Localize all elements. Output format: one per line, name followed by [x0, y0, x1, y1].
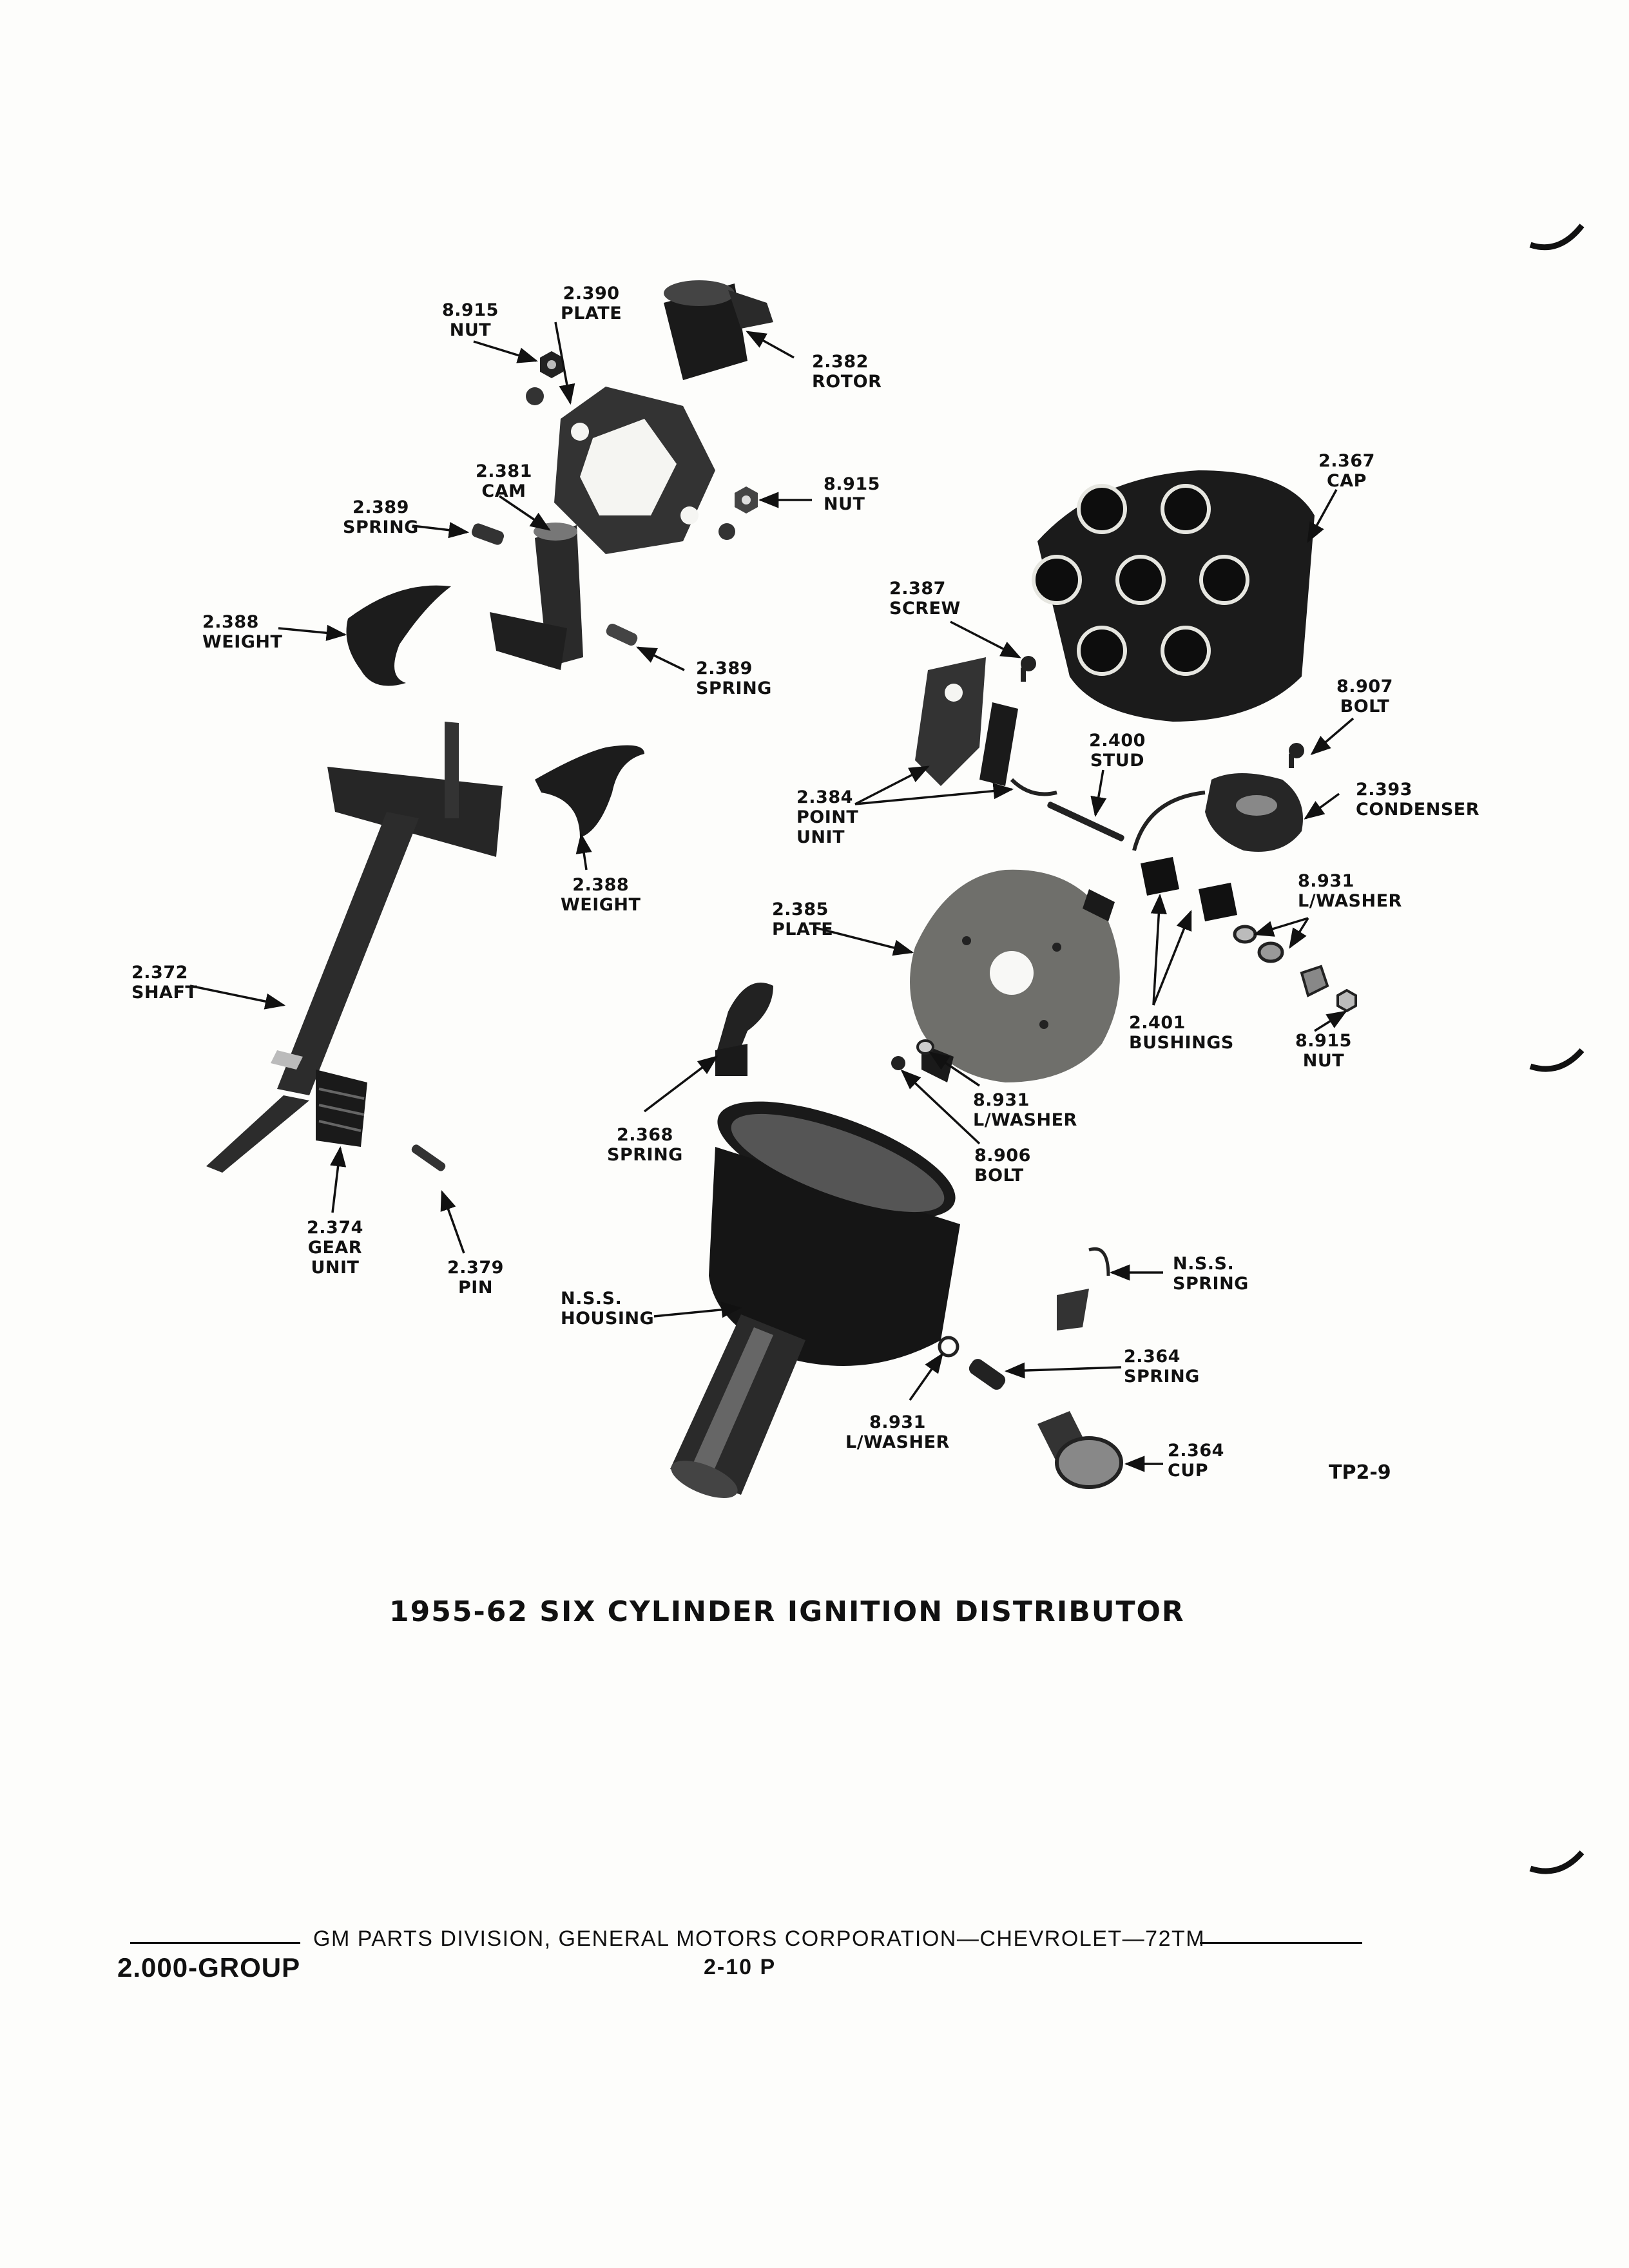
lwasher-bottom-part [938, 1336, 959, 1358]
weight-lower-part [535, 745, 644, 838]
plate-bolt-part [891, 1039, 934, 1070]
nss-spring-part [1057, 1247, 1110, 1331]
housing-part [670, 1101, 960, 1498]
shaft-part [206, 722, 503, 1173]
diagram-title: 1955-62 SIX CYLINDER IGNITION DISTRIBUTO… [389, 1595, 1185, 1628]
gear-unit-part [316, 1070, 367, 1147]
spring-left-part [471, 523, 505, 545]
bushings-part [1141, 857, 1237, 921]
rotor-part [664, 280, 773, 380]
spring-2364-part [969, 1359, 1006, 1390]
nut-right-part [1300, 965, 1357, 1013]
condenser-bolt-part [1289, 743, 1304, 768]
washers-right-part [1233, 925, 1284, 963]
leader-arrows [189, 322, 1354, 1472]
footer-rule-right [1200, 1942, 1362, 1944]
spring-2368-part [715, 983, 773, 1076]
callout-nss-spring: N.S.S.SPRING [1173, 1254, 1249, 1294]
cam-part [490, 523, 583, 670]
page-number: 2-10 P [704, 1955, 776, 1979]
nut-mid-part [718, 486, 758, 540]
stud-part [1047, 802, 1124, 841]
point-unit-part [915, 657, 1057, 796]
margin-mark-top [1529, 224, 1585, 251]
top-plate-part [554, 387, 715, 554]
margin-mark-bottom [1529, 1850, 1585, 1874]
spring-mid-part [606, 624, 638, 646]
condenser-part [1132, 773, 1303, 852]
screw-part [1021, 656, 1036, 682]
footer-publisher: GM PARTS DIVISION, GENERAL MOTORS CORPOR… [313, 1927, 1206, 1951]
group-label: 2.000-GROUP [117, 1952, 301, 1983]
margin-mark-mid [1529, 1048, 1585, 1072]
figure-code: TP2-9 [1329, 1461, 1391, 1484]
footer-rule-left [130, 1942, 300, 1944]
cup-part [1037, 1411, 1123, 1489]
callout-nss-housing: N.S.S.HOUSING [561, 1289, 655, 1329]
nut-top-part [526, 351, 563, 405]
weight-left-part [346, 585, 451, 686]
cap-part [1032, 470, 1315, 722]
breaker-plate-part [910, 869, 1120, 1082]
pin-part [411, 1144, 446, 1171]
